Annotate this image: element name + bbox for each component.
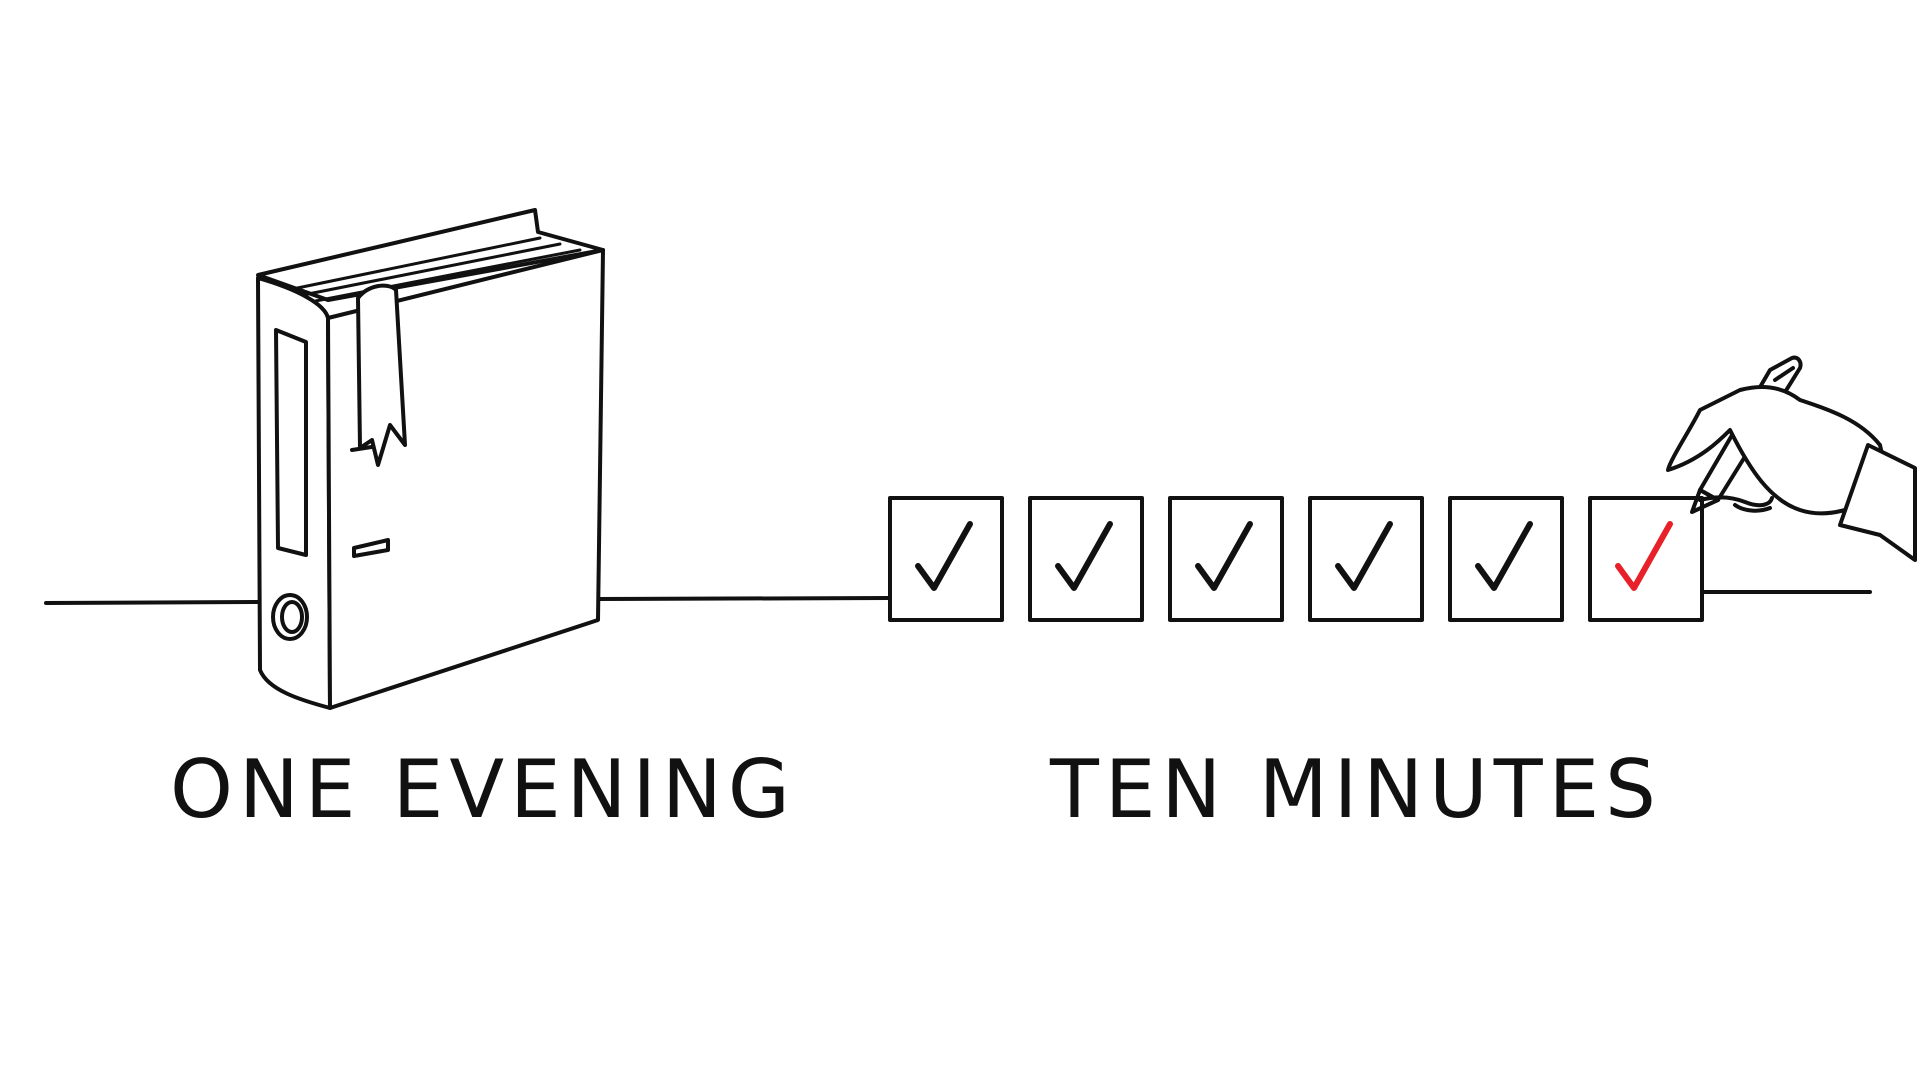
checklist <box>888 496 1704 622</box>
checkbox-icon <box>1168 496 1284 622</box>
caption-ten-minutes: TEN MINUTES <box>1050 743 1662 836</box>
checkbox-icon <box>1448 496 1564 622</box>
checkbox-icon <box>888 496 1004 622</box>
bookmark-ribbon-icon <box>356 283 407 467</box>
checkmark-icon <box>1335 521 1393 591</box>
checkbox-icon <box>1028 496 1144 622</box>
timeline-line <box>44 590 1872 605</box>
checkmark-icon <box>1475 521 1533 591</box>
checkmark-icon <box>1055 521 1113 591</box>
checkmark-icon <box>1195 521 1253 591</box>
checkbox-icon <box>1308 496 1424 622</box>
checkbox-icon <box>1588 496 1704 622</box>
caption-one-evening: ONE EVENING <box>170 743 796 836</box>
checkmark-red-icon <box>1615 521 1673 591</box>
checkmark-icon <box>915 521 973 591</box>
hand-with-pen-icon <box>1666 355 1917 562</box>
binder-icon <box>256 208 605 710</box>
